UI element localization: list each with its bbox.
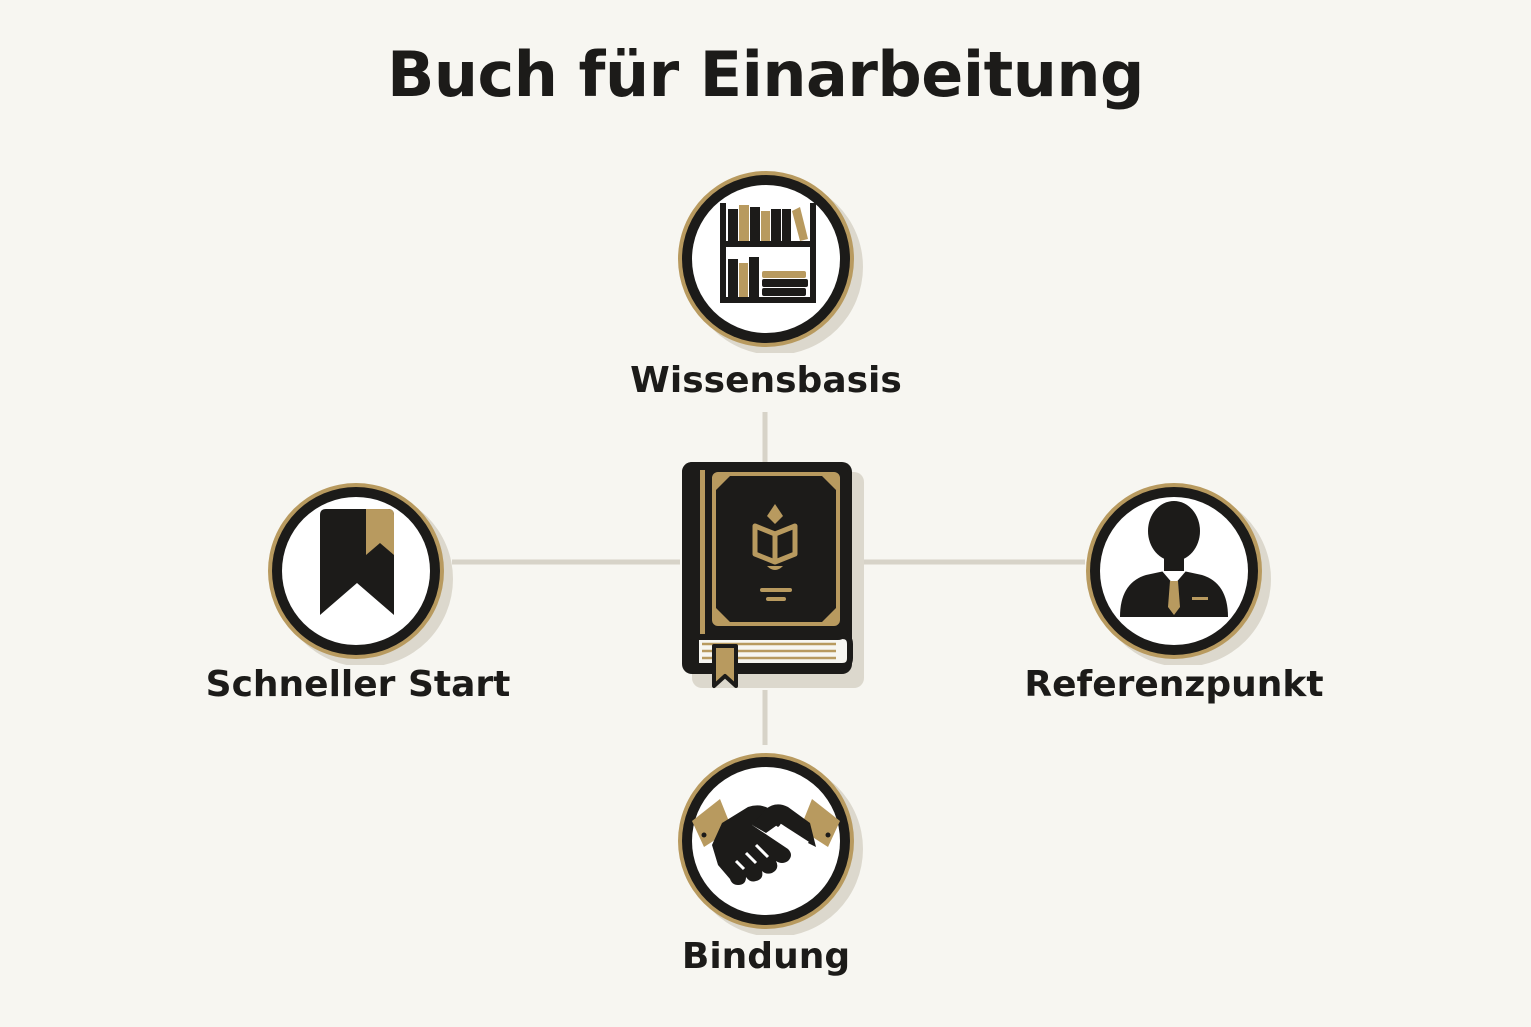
bookmark-icon — [268, 483, 453, 665]
center-book — [676, 458, 868, 690]
page-title: Buch für Einarbeitung — [387, 38, 1144, 111]
node-schneller-start — [266, 475, 453, 665]
person-icon — [1086, 483, 1271, 665]
label-bindung: Bindung — [681, 936, 851, 977]
node-wissensbasis — [676, 163, 863, 353]
label-wissensbasis: Wissensbasis — [630, 360, 902, 401]
label-referenzpunkt: Referenzpunkt — [1024, 664, 1324, 705]
node-bindung — [676, 745, 863, 935]
node-referenzpunkt — [1084, 475, 1271, 665]
bookshelf-icon — [678, 171, 863, 353]
label-schneller-start: Schneller Start — [205, 664, 511, 705]
handshake-icon — [678, 753, 863, 935]
book-icon — [682, 462, 864, 688]
